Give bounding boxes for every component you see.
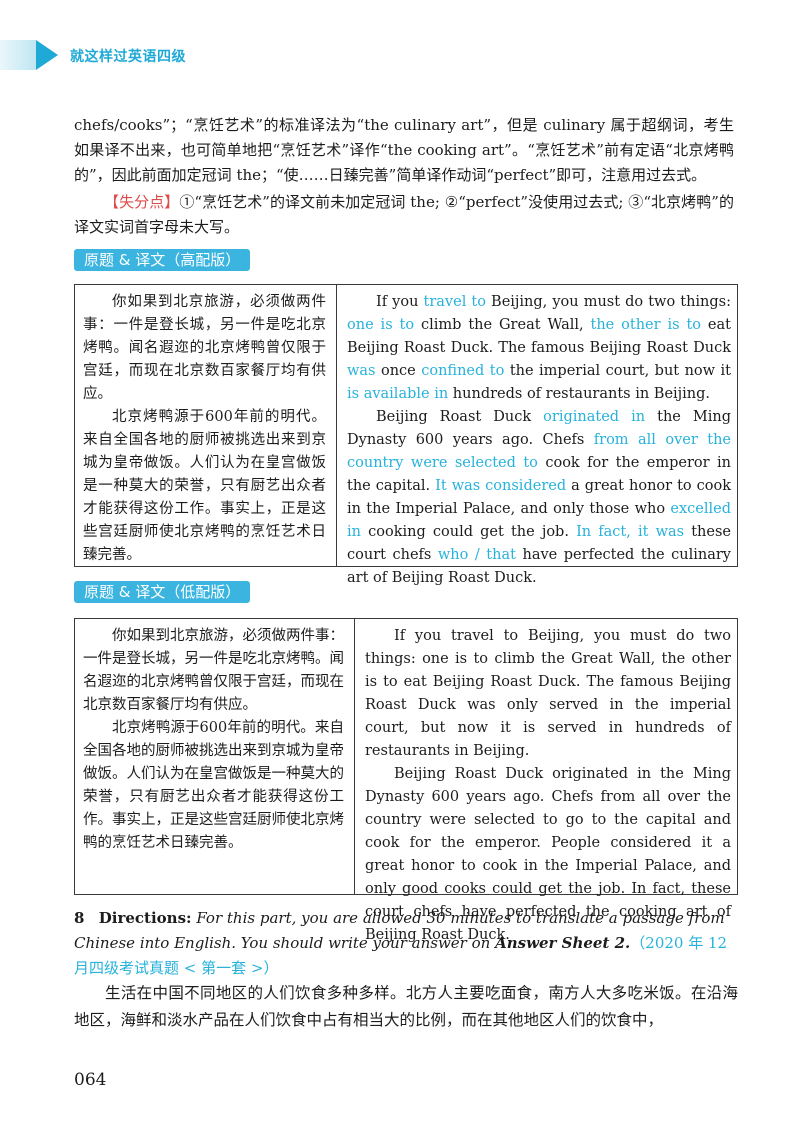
highlight-phrase: travel to [423, 294, 486, 310]
text-run: If you [376, 294, 424, 310]
loss-label: 【失分点】 [104, 193, 180, 211]
loss-text: ①“烹饪艺术”的译文前未加定冠词 the; ②“perfect”没使用过去式; … [74, 193, 734, 236]
highlight-phrase: excelled in [347, 501, 731, 540]
highlight-phrase: It was considered [435, 478, 567, 494]
text-run: once [375, 363, 422, 379]
text-run: eat Beijing Roast Duck. The famous Beiji… [347, 317, 731, 356]
chinese-paragraph-1: 你如果到北京旅游，必须做两件事：一件是登长城，另一件是吃北京烤鸭。闻名遐迩的北京… [83, 628, 344, 713]
chinese-column: 你如果到北京旅游，必须做两件事：一件是登长城，另一件是吃北京烤鸭。闻名遐迩的北京… [75, 619, 355, 894]
highlight-phrase: is available in [347, 386, 449, 402]
text-run: have perfected the culinary art of Beiji… [347, 547, 731, 586]
chinese-column: 你如果到北京旅游，必须做两件事：一件是登长城，另一件是吃北京烤鸭。闻名遐迩的北京… [75, 285, 337, 566]
text-run: hundreds of restaurants in Beijing. [448, 386, 711, 402]
english-column: If you travel to Beijing, you must do tw… [337, 285, 737, 586]
text-run: Beijing, you must do two things: [485, 294, 731, 310]
english-paragraph-1: If you travel to Beijing, you must do tw… [347, 291, 731, 406]
answer-sheet-ref: Answer Sheet 2. [495, 934, 631, 952]
chinese-paragraph-2: 北京烤鸭源于600年前的明代。来自全国各地的厨师被挑选出来到京城为皇帝做饭。人们… [83, 720, 344, 851]
text-run: a great honor to cook in the Imperial Pa… [347, 478, 731, 517]
section-label-high: 原题 & 译文（高配版） [74, 249, 251, 271]
chinese-paragraph-1: 你如果到北京旅游，必须做两件事：一件是登长城，另一件是吃北京烤鸭。闻名遐迩的北京… [83, 294, 326, 402]
highlight-phrase: originated in [543, 409, 646, 425]
section-label-low: 原题 & 译文（低配版） [74, 581, 251, 603]
highlight-phrase: who / that [437, 547, 516, 563]
english-paragraph-1: If you travel to Beijing, you must do tw… [365, 628, 731, 759]
english-paragraph-2: Beijing Roast Duck originated in the Min… [365, 766, 731, 943]
book-title: 就这样过英语四级 [70, 49, 186, 65]
english-column: If you travel to Beijing, you must do tw… [355, 619, 737, 943]
directions-text: For this part, you are allowed 30 minute… [74, 909, 725, 952]
text-run: cook for the emperor in the capital. [347, 455, 731, 494]
highlight-phrase: from all over the country were selected … [347, 432, 731, 471]
directions-label: Directions: [98, 909, 192, 927]
question-number: 8 [74, 909, 85, 927]
text-run: the imperial court, but now it [504, 363, 732, 379]
highlight-phrase: confined to [421, 363, 505, 379]
translation-table-low: 你如果到北京旅游，必须做两件事：一件是登长城，另一件是吃北京烤鸭。闻名遐迩的北京… [74, 618, 738, 943]
page-number: 064 [74, 1070, 107, 1090]
highlight-phrase: In fact, it was [576, 524, 685, 540]
text-run: climb the Great Wall, [414, 317, 591, 333]
chinese-paragraph-2: 北京烤鸭源于600年前的明代。来自全国各地的厨师被挑选出来到京城为皇帝做饭。人们… [83, 409, 326, 563]
header-arrow-icon [36, 40, 58, 70]
header-bar [0, 40, 36, 70]
highlight-phrase: the other is to [590, 317, 702, 333]
text-run: cooking could get the job. [360, 524, 577, 540]
text-run: these court chefs [347, 524, 731, 563]
english-paragraph-2: Beijing Roast Duck originated in the Min… [347, 406, 731, 590]
question-8-passage: 生活在中国不同地区的人们饮食多种多样。北方人主要吃面食，南方人大多吃米饭。在沿海… [74, 984, 738, 1029]
highlight-phrase: was [347, 363, 376, 379]
intro-paragraph: chefs/cooks”；“烹饪艺术”的标准译法为“the culinary a… [74, 116, 734, 184]
running-header: 就这样过英语四级 [0, 40, 800, 70]
translation-table-high: 你如果到北京旅游，必须做两件事：一件是登长城，另一件是吃北京烤鸭。闻名遐迩的北京… [74, 284, 738, 586]
question-8-directions: 8 Directions: For this part, you are all… [74, 906, 738, 981]
text-run: the Ming Dynasty 600 years ago. Chefs [347, 409, 731, 448]
text-run: Beijing Roast Duck [376, 409, 544, 425]
highlight-phrase: one is to [347, 317, 415, 333]
loss-points: 【失分点】①“烹饪艺术”的译文前未加定冠词 the; ②“perfect”没使用… [74, 190, 734, 240]
question-source: （2020 年 12 月四级考试真题 < 第一套 >） [74, 934, 728, 977]
